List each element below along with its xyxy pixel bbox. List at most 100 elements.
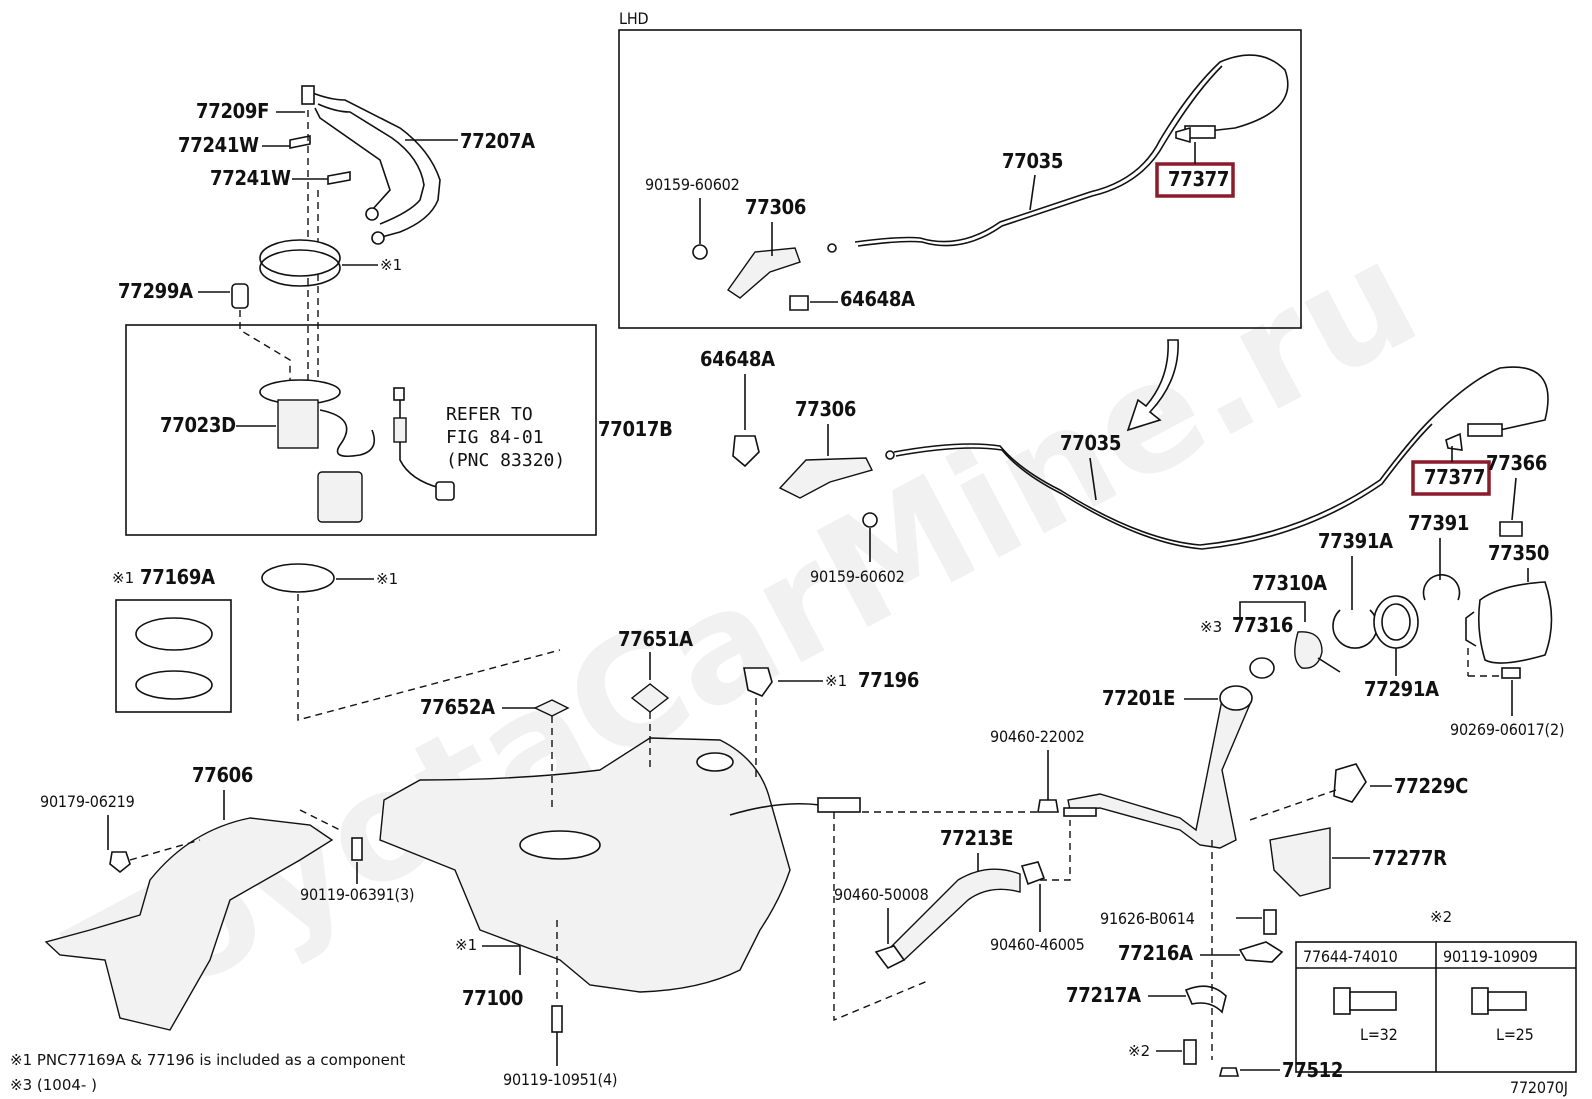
label-90269: 90269-06017(2) [1450,720,1564,739]
mark-x1-77100: ※1 [455,936,477,954]
label-77350: 77350 [1488,541,1549,565]
label-77306-lhd: 77306 [745,195,806,219]
label-90159-lhd: 90159-60602 [645,175,740,194]
tank-pump-opening [519,830,601,860]
band-77217A [1184,985,1227,1014]
clip-64648A [732,435,760,468]
bolt-90159 [862,512,878,528]
label-77169A: 77169A [140,565,215,589]
label-77377-lhd: 77377 [1168,167,1229,191]
filler-neck [1219,685,1253,711]
part-77196 [743,667,773,697]
footnote-3: ※3 (1004- ) [10,1076,97,1094]
tank-vent [696,752,734,772]
label-77213E: 77213E [940,826,1013,850]
clamp-90460-46005 [1020,861,1046,886]
refer-line-1: REFER TO [446,404,533,425]
fuel-lid-cable [893,366,1549,546]
label-77377: 77377 [1424,465,1485,489]
bolt-91626 [1263,909,1277,935]
table-mark-x2: ※2 [1430,908,1452,926]
part-77299A [231,283,249,309]
mark-x1-77196: ※1 [825,672,847,690]
bolt-77644-head [1333,987,1351,1015]
label-77217A: 77217A [1066,983,1141,1007]
label-90460-46005: 90460-46005 [990,935,1085,954]
tank-breather-fitting [817,797,861,813]
opener-lever-lhd [727,247,801,299]
mark-x1-gasket: ※1 [376,570,398,588]
mark-x3: ※3 [1200,618,1222,636]
fuel-lid-cable-lhd-outer [857,65,1223,247]
bolt-lhd [692,244,708,260]
label-77391A: 77391A [1318,529,1393,553]
seal-77316 [1249,657,1275,679]
sender-connector-top [393,387,405,401]
clip-77377-lhd [1175,126,1191,144]
retainer-ring-top [259,239,341,277]
label-77391: 77391 [1408,511,1469,535]
label-77035: 77035 [1060,431,1121,455]
label-90460-50008: 90460-50008 [834,885,929,904]
label-90119-06391: 90119-06391(3) [300,885,414,904]
hose-end-a [301,85,315,105]
clamp-90460-22002 [1037,799,1059,813]
label-77291A: 77291A [1364,677,1439,701]
bolt-77644-shank [1349,991,1397,1011]
clamp-90460-50008 [874,945,906,970]
mark-x2-bolt: ※2 [1128,1042,1150,1060]
clip-64648A-lhd [789,295,809,311]
lhd-inset-frame [618,29,1302,329]
highlight-77377 [1411,460,1491,496]
label-77606: 77606 [192,763,253,787]
protector-77277R [1269,827,1331,897]
clip-77377 [1445,432,1463,451]
hose-77213E [886,868,1021,961]
cable-end [885,450,895,460]
heat-protector-77606 [44,817,334,1031]
label-77651A: 77651A [618,627,693,651]
table-col2: 90119-10909 [1443,947,1538,966]
kit-ring [135,617,213,651]
sender-body [393,417,407,443]
label-77229C: 77229C [1394,774,1468,798]
bolt-90119-06391 [351,837,363,861]
inset-arrow [1126,339,1179,432]
fuel-filter [317,471,363,523]
label-77366: 77366 [1486,451,1547,475]
label-77316: 77316 [1232,613,1293,637]
label-90159: 90159-60602 [810,567,905,586]
lhd-label: LHD [619,9,648,28]
breather-hose-end [1063,807,1097,817]
mark-x1-77169A: ※1 [112,569,134,587]
cable-fitting [1467,423,1503,437]
label-77017B: 77017B [598,417,673,441]
clip-77229C [1333,763,1367,803]
label-77209F: 77209F [196,99,269,123]
pump-module-frame [125,324,597,536]
fuel-lid-77350 [1478,581,1553,664]
fuel-hose-77207A [309,91,441,239]
fuel-tank-77100 [379,737,791,993]
label-77277R: 77277R [1372,846,1447,870]
figure-id: 772070J [1510,1078,1568,1097]
sender-plug [435,481,455,501]
label-77201E: 77201E [1102,686,1175,710]
label-77306: 77306 [795,397,856,421]
label-90460-22002: 90460-22002 [990,727,1085,746]
table-col1: 77644-74010 [1303,947,1398,966]
gasket-ring [261,563,335,593]
pump-body [277,399,319,449]
hose-end-c [371,231,385,245]
footnote-1: ※1 PNC77169A & 77196 is included as a co… [10,1051,405,1069]
bolt-x2 [1183,1039,1197,1065]
screw-90269 [1501,667,1521,679]
label-90179: 90179-06219 [40,792,135,811]
label-77023D: 77023D [160,413,236,437]
table-len2: L=25 [1496,1025,1534,1044]
label-64648A-lhd: 64648A [840,287,915,311]
bolt-90119-shank [1487,991,1527,1011]
label-77216A: 77216A [1118,941,1193,965]
pump-wire [319,409,376,458]
